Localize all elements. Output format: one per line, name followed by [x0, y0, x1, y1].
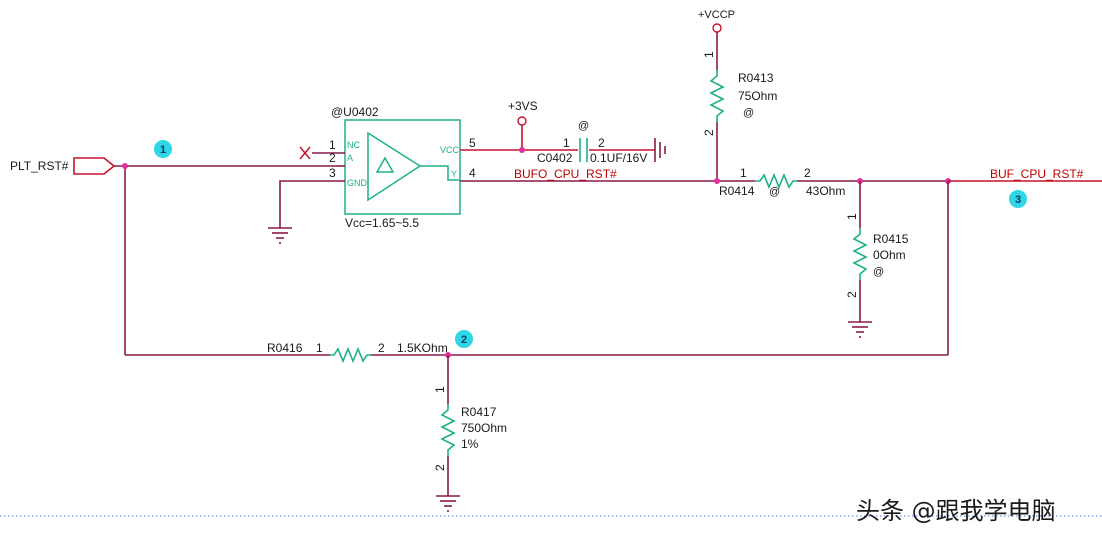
r0417-pin1: 1	[433, 386, 447, 393]
u0402-body	[344, 119, 461, 215]
buffer-triangle	[367, 131, 422, 202]
resistor-r0416	[330, 346, 371, 364]
r0417-tolerance: 1%	[461, 437, 479, 451]
buffer-output-line	[420, 165, 460, 181]
junction-input	[122, 163, 128, 169]
r0414-at: @	[769, 186, 780, 198]
r0415-at: @	[873, 266, 884, 278]
pin-number-5: 5	[469, 136, 476, 150]
r0415-value: 0Ohm	[873, 248, 906, 262]
marker-1-text: 1	[160, 144, 166, 156]
ground-icon-cap	[654, 138, 666, 162]
junction-r0413	[714, 178, 720, 184]
schmitt-symbol	[375, 156, 395, 173]
pin-number-3: 3	[329, 166, 336, 180]
r0416-value: 1.5KOhm	[397, 341, 448, 355]
no-connect-x-icon	[299, 146, 311, 160]
junction-3vs	[519, 147, 525, 153]
r0416-pin2: 2	[378, 341, 385, 355]
r0417-ref: R0417	[461, 405, 497, 419]
r0414-value: 43Ohm	[806, 184, 845, 198]
pin-number-1: 1	[329, 138, 336, 152]
pin-name-vcc: VCC	[440, 145, 460, 155]
u0402-ref: @U0402	[331, 105, 379, 119]
r0413-ref: R0413	[738, 71, 774, 85]
resistor-r0417	[440, 404, 456, 456]
u0402-note: Vcc=1.65~5.5	[345, 216, 419, 230]
pin-name-nc: NC	[347, 140, 360, 150]
r0417-value: 750Ohm	[461, 421, 507, 435]
pin-name-y: Y	[451, 169, 457, 179]
resistor-r0415	[852, 228, 868, 280]
r0416-pin1: 1	[316, 341, 323, 355]
r0415-ref: R0415	[873, 232, 909, 246]
resistor-r0414	[755, 172, 797, 190]
r0414-ref: R0414	[719, 184, 755, 198]
marker-3	[1009, 190, 1027, 208]
marker-3-text: 3	[1015, 194, 1021, 206]
r0416-ref: R0416	[267, 341, 303, 355]
r0414-pin2: 2	[804, 166, 811, 180]
watermark-text: 头条 @跟我学电脑	[856, 497, 1056, 525]
net-label-vccp: +VCCP	[698, 9, 735, 21]
net-label-buf-cpu-rst: BUF_CPU_RST#	[990, 167, 1084, 181]
pin3-wire	[279, 180, 345, 228]
resistor-r0413	[709, 70, 725, 122]
pin-number-4: 4	[469, 166, 476, 180]
pin-name-gnd: GND	[347, 178, 368, 188]
ground-icon-u0402	[268, 227, 292, 244]
c0402-pin2: 2	[598, 136, 605, 150]
r0415-pin1: 1	[845, 213, 859, 220]
marker-1	[154, 140, 172, 158]
net-label-bufo-cpu-rst: BUFO_CPU_RST#	[514, 167, 617, 181]
pin-name-a: A	[347, 153, 353, 163]
ground-icon-r0417	[436, 495, 460, 512]
r0413-value: 75Ohm	[738, 89, 777, 103]
c0402-ref: C0402	[537, 151, 573, 165]
r0415-pin2: 2	[845, 291, 859, 298]
r0413-pin1: 1	[702, 51, 716, 58]
power-vccp-icon	[712, 23, 722, 33]
r0413-at: @	[743, 107, 754, 119]
pin-number-2: 2	[329, 151, 336, 165]
c0402-value: 0.1UF/16V	[590, 151, 647, 165]
r0413-pin2: 2	[702, 129, 716, 136]
net-label-3vs: +3VS	[508, 99, 538, 113]
net-label-plt-rst: PLT_RST#	[10, 159, 69, 173]
ground-icon-r0415	[848, 321, 872, 338]
marker-2	[455, 330, 473, 348]
r0414-pin1: 1	[740, 166, 747, 180]
r0417-pin2: 2	[433, 464, 447, 471]
input-port-shape	[73, 157, 116, 175]
c0402-pin1: 1	[563, 136, 570, 150]
power-3vs-icon	[517, 116, 527, 126]
c0402-at: @	[578, 120, 589, 132]
marker-2-text: 2	[461, 334, 467, 346]
